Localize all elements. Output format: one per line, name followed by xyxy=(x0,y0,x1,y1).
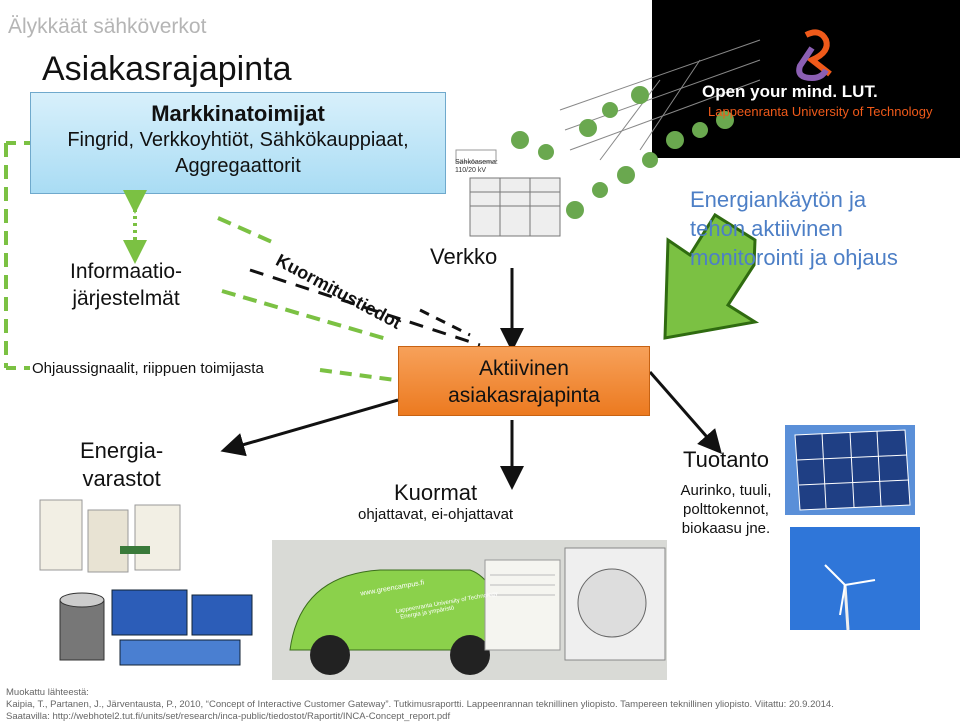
kuormitustiedot-dashed-line xyxy=(217,216,481,347)
monitoring-line2: tehon aktiivinen xyxy=(690,216,843,241)
storage-line1: Energia- xyxy=(80,438,164,463)
battery-illustration xyxy=(39,499,253,666)
substation-label: Sähköasema: xyxy=(455,159,498,166)
production-label: Tuotanto Aurinko, tuuli, polttokennot, b… xyxy=(660,447,792,538)
substation-voltage: 110/20 kV xyxy=(455,167,487,174)
control-signals-label: Ohjaussignaalit, riippuen toimijasta xyxy=(32,360,264,377)
monitoring-line1: Energiankäytön ja xyxy=(690,187,867,212)
slide-title: Asiakasrajapinta xyxy=(42,50,292,88)
active-customer-gateway-box: Aktiivinen asiakasrajapinta xyxy=(398,346,650,416)
loads-illustration xyxy=(272,540,667,680)
monitoring-text: Energiankäytön ja tehon aktiivinen monit… xyxy=(690,185,898,272)
lut-university: Lappeenranta University of Technology xyxy=(708,104,933,119)
source-citation: Muokattu lähteestä: Kaipia, T., Partanen… xyxy=(6,687,834,723)
info-line2: järjestelmät xyxy=(72,287,180,310)
source-line3: Saatavilla: http://webhotel2.tut.fi/unit… xyxy=(6,711,451,722)
solar-panel-illustration xyxy=(785,425,915,515)
power-grid-illustration xyxy=(455,39,761,237)
market-actors-line1: Fingrid, Verkkoyhtiöt, Sähkökauppiaat, xyxy=(67,129,409,151)
wind-turbine-illustration xyxy=(790,527,920,631)
information-systems-label: Informaatio- järjestelmät xyxy=(70,258,182,312)
grid-label: Verkko xyxy=(430,244,498,269)
lut-tagline: Open your mind. LUT. xyxy=(702,82,878,101)
monitoring-green-arrow xyxy=(663,212,760,340)
storage-arrow xyxy=(220,398,399,457)
energy-storage-label: Energia- varastot xyxy=(80,437,163,493)
market-actors-box: Markkinatoimijat Fingrid, Verkkoyhtiöt, … xyxy=(30,92,446,194)
storage-line2: varastot xyxy=(82,466,161,491)
source-line2: Kaipia, T., Partanen, J., Järventausta, … xyxy=(6,699,834,710)
production-line1: Aurinko, tuuli, xyxy=(680,482,772,499)
market-actors-title: Markkinatoimijat xyxy=(151,101,325,126)
monitoring-line3: monitorointi ja ohjaus xyxy=(690,245,898,270)
production-line3: biokaasu jne. xyxy=(681,520,771,537)
source-line1: Muokattu lähteestä: xyxy=(6,687,89,698)
production-line2: polttokennot, xyxy=(683,501,769,518)
info-line1: Informaatio- xyxy=(70,260,183,283)
market-actors-line2: Aggregaattorit xyxy=(175,155,301,177)
loads-subtitle: ohjattavat, ei-ohjattavat xyxy=(358,506,514,523)
gateway-line1: Aktiivinen xyxy=(479,357,569,380)
production-arrow xyxy=(648,371,722,455)
loads-label: Kuormat ohjattavat, ei-ohjattavat xyxy=(358,480,513,523)
info-loop-dashed-line xyxy=(4,141,396,382)
gateway-line2: asiakasrajapinta xyxy=(448,384,600,407)
production-title: Tuotanto xyxy=(682,447,770,472)
loads-title: Kuormat xyxy=(393,480,478,505)
lut-ampersand-icon xyxy=(796,29,832,82)
slide-header: Älykkäät sähköverkot xyxy=(8,15,207,38)
